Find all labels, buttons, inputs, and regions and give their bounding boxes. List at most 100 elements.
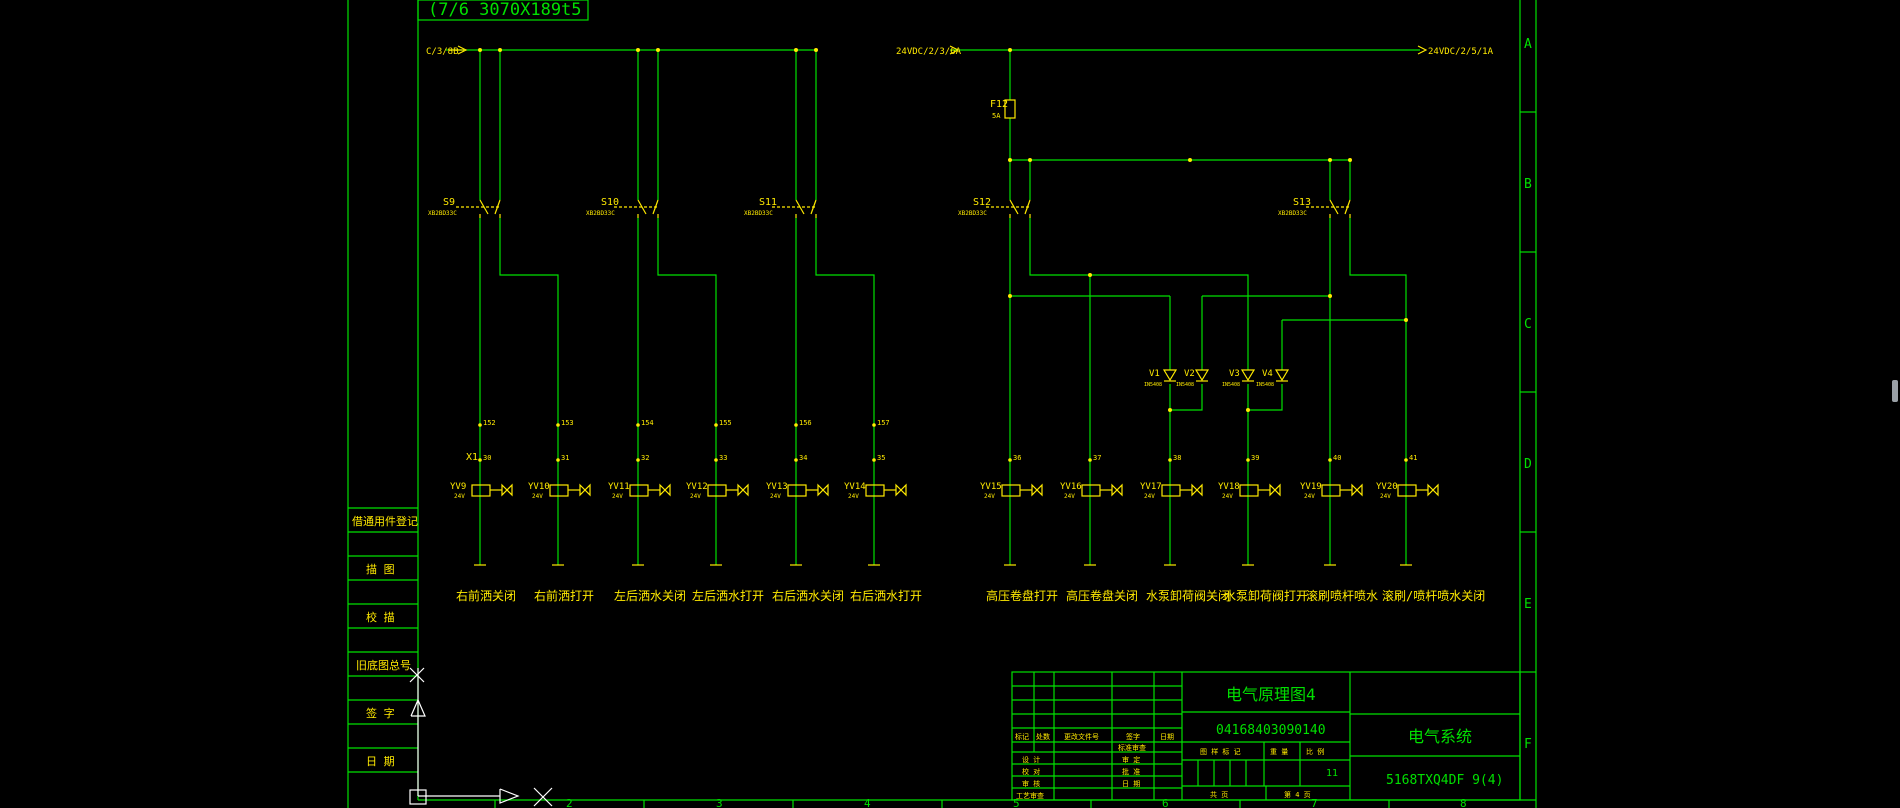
tb-right-date: 日 期 <box>1122 780 1140 788</box>
ucs-axis-icon <box>409 667 553 807</box>
terminal-number: 34 <box>799 454 807 462</box>
valve-voltage: 24V <box>612 493 623 500</box>
terminal-number: 41 <box>1409 454 1417 462</box>
terminal-number: 31 <box>561 454 569 462</box>
solenoid-coil <box>629 484 649 497</box>
scrollbar-thumb[interactable] <box>1892 380 1898 402</box>
valve-tag: YV12 <box>686 482 708 492</box>
diode-v1-code: IN5408 <box>1144 382 1162 388</box>
valve-symbol <box>1031 483 1043 497</box>
terminal-number: 30 <box>483 454 491 462</box>
left-box-date: 日 期 <box>366 755 395 768</box>
solenoid-coil <box>865 484 885 497</box>
tb-footer-total: 共 页 <box>1210 790 1228 799</box>
wire-number: 153 <box>561 419 574 427</box>
switch-s10 <box>614 199 659 218</box>
col-number-3: 3 <box>716 797 723 808</box>
row-letters: A B C D E F <box>1524 37 1532 752</box>
valve-symbol <box>579 483 591 497</box>
left-circuit <box>446 45 875 490</box>
valve-tag: YV13 <box>766 482 788 492</box>
switch-s13 <box>1306 199 1351 218</box>
tb-right-approve: 审 定 <box>1122 755 1140 764</box>
left-box-check: 校 描 <box>366 610 395 624</box>
terminal-number: 35 <box>877 454 885 462</box>
wire-number: 156 <box>799 419 812 427</box>
tb-row-process: 工艺审查 <box>1016 791 1044 800</box>
switch-s12-code: XB2BD33C <box>958 210 987 217</box>
tb-header-count: 处数 <box>1036 732 1050 741</box>
valve-tag: YV15 <box>980 482 1002 492</box>
valve-function-label: 水泵卸荷阀打开 <box>1224 588 1308 603</box>
switch-s13-code: XB2BD33C <box>1278 210 1307 217</box>
valve-symbol <box>1191 483 1203 497</box>
valve-voltage: 24V <box>454 493 465 500</box>
valve-symbol <box>817 483 829 497</box>
right-supply-in: 24VDC/2/3/6A <box>896 47 962 57</box>
diode-v1 <box>1162 369 1178 382</box>
valve-voltage: 24V <box>770 493 781 500</box>
switch-s9-code: XB2BD33C <box>428 210 457 217</box>
valve-voltage: 24V <box>1222 493 1233 500</box>
column-numbers: 2 3 4 5 6 7 8 <box>566 797 1467 808</box>
valve-tag: YV11 <box>608 482 630 492</box>
top-label: (7/6 3070X189t5 <box>428 0 582 20</box>
terminal-number: 40 <box>1333 454 1341 462</box>
terminal-number: 39 <box>1251 454 1259 462</box>
valve-function-label: 右后洒水打开 <box>850 588 922 603</box>
diode-v4-code: IN5408 <box>1256 382 1274 388</box>
tb-col-weight: 重 量 <box>1270 748 1288 756</box>
left-box-sign: 签 字 <box>366 706 395 720</box>
col-number-6: 6 <box>1162 797 1169 808</box>
right-circuit <box>949 45 1428 490</box>
valve-voltage: 24V <box>1304 493 1315 500</box>
fuse-f12-rating: 5A <box>992 112 1001 120</box>
col-number-4: 4 <box>864 797 871 808</box>
solenoid-coil <box>1321 484 1341 497</box>
valve-function-label: 滚刷/喷杆喷水关闭 <box>1382 588 1485 603</box>
tb-header-mark: 标记 <box>1015 732 1029 741</box>
switch-s11-name: S11 <box>759 197 777 208</box>
row-letter-c: C <box>1524 317 1532 332</box>
diode-v2-name: V2 <box>1184 369 1195 379</box>
solenoid-coil <box>787 484 807 497</box>
valve-symbol <box>659 483 671 497</box>
title-block-title: 电气原理图4 <box>1226 685 1316 704</box>
wire-number: 157 <box>877 419 890 427</box>
fuse-f12 <box>1004 99 1016 119</box>
switch-s11-code: XB2BD33C <box>744 210 773 217</box>
valve-function-label: 右前洒关闭 <box>456 588 516 603</box>
terminal-number: 37 <box>1093 454 1101 462</box>
valve-tag: YV20 <box>1376 482 1398 492</box>
col-number-5: 5 <box>1013 797 1020 808</box>
valve-voltage: 24V <box>1380 493 1391 500</box>
tb-row-design: 设 计 <box>1022 755 1040 764</box>
left-box-old-number: 旧底图总号 <box>356 658 411 672</box>
solenoid-coil <box>1239 484 1259 497</box>
tb-header-date: 日期 <box>1160 733 1174 741</box>
col-number-8: 8 <box>1460 797 1467 808</box>
switch-s13-name: S13 <box>1293 197 1311 208</box>
left-box-borrow: 借通用件登记 <box>352 514 418 528</box>
right-bus-dots <box>1008 48 1408 412</box>
wire-number: 155 <box>719 419 732 427</box>
col-number-7: 7 <box>1311 797 1318 808</box>
left-record-boxes <box>348 507 418 773</box>
diode-v3-name: V3 <box>1229 369 1240 379</box>
right-supply-out: 24VDC/2/5/1A <box>1428 47 1494 57</box>
valve-function-label: 左后洒水打开 <box>692 588 764 603</box>
left-supply-label: C/3/8B <box>426 47 459 57</box>
title-block <box>1011 671 1521 801</box>
solenoid-coil <box>549 484 569 497</box>
left-box-trace: 描 图 <box>366 562 395 576</box>
valve-voltage: 24V <box>532 493 543 500</box>
solenoid-coil <box>707 484 727 497</box>
title-block-doc-number: 04168403090140 <box>1216 723 1326 738</box>
diode-v2 <box>1194 369 1210 382</box>
valve-voltage: 24V <box>984 493 995 500</box>
